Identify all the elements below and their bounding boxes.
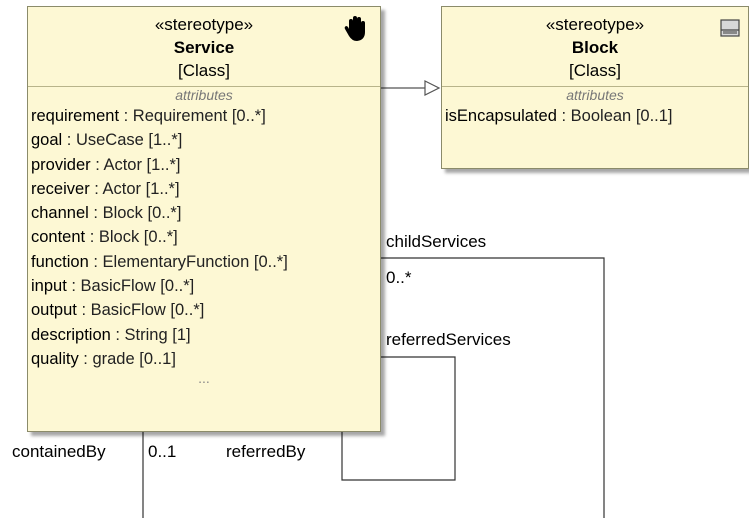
child-services-multiplicity: 0..*	[386, 268, 412, 287]
block-name: Block	[571, 38, 619, 57]
service-kind: [Class]	[178, 61, 230, 80]
block-class[interactable]: «stereotype» Block [Class] attributes is…	[441, 6, 749, 169]
service-attributes-title: attributes	[175, 87, 233, 103]
generalization-arrowhead	[424, 80, 441, 96]
contained-by-multiplicity: 0..1	[148, 442, 177, 461]
service-attribute: goal : UseCase [1..*]	[31, 131, 183, 150]
service-header: «stereotype» Service [Class]	[28, 7, 380, 82]
child-services-association	[381, 257, 605, 518]
block-header: «stereotype» Block [Class]	[442, 7, 748, 82]
service-attribute: quality : grade [0..1]	[31, 349, 176, 368]
block-icon	[720, 19, 740, 42]
service-attribute: content : Block [0..*]	[31, 228, 178, 247]
service-attribute: output : BasicFlow [0..*]	[31, 301, 205, 320]
service-attribute: requirement : Requirement [0..*]	[31, 107, 266, 125]
block-attributes-title: attributes	[566, 87, 624, 103]
service-attribute: description : String [1]	[31, 325, 191, 344]
service-name: Service	[173, 38, 235, 57]
service-attributes-section: attributes requirement : Requirement [0.…	[28, 86, 380, 385]
referred-services-association	[341, 356, 456, 481]
referred-services-role-label: referredServices	[386, 330, 511, 349]
service-attribute: provider : Actor [1..*]	[31, 155, 181, 174]
service-class[interactable]: «stereotype» Service [Class] attributes …	[27, 6, 381, 432]
service-attribute: receiver : Actor [1..*]	[31, 179, 180, 198]
contained-by-role-label: containedBy	[12, 442, 106, 461]
block-attribute: isEncapsulated : Boolean [0..1]	[445, 107, 673, 125]
block-kind: [Class]	[569, 61, 621, 80]
referred-by-role-label: referredBy	[226, 442, 306, 461]
child-services-role-label: childServices	[386, 232, 487, 251]
service-more-indicator: ...	[198, 370, 210, 387]
block-stereotype: «stereotype»	[545, 15, 645, 34]
block-attributes-section: attributes isEncapsulated : Boolean [0..…	[442, 86, 748, 128]
hand-icon	[344, 15, 368, 48]
service-attribute: function : ElementaryFunction [0..*]	[31, 252, 288, 271]
service-stereotype: «stereotype»	[154, 15, 254, 34]
service-attribute: input : BasicFlow [0..*]	[31, 277, 195, 296]
service-attribute: channel : Block [0..*]	[31, 204, 182, 223]
